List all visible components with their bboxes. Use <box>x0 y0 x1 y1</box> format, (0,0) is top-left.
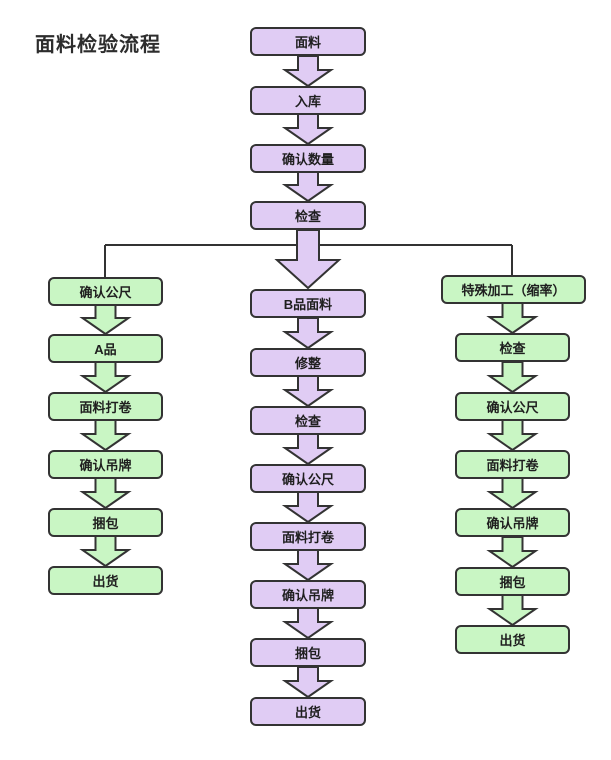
node-right-confirm-hangtag: 确认吊牌 <box>455 508 570 537</box>
down-arrow <box>284 170 332 202</box>
node-left-grade-a: A品 <box>48 334 163 363</box>
node-top-fabric: 面料 <box>250 27 366 56</box>
node-right-special-processing-shrinkage: 特殊加工（缩率） <box>441 275 586 304</box>
down-arrow <box>81 361 130 393</box>
node-top-warehouse-in: 入库 <box>250 86 366 115</box>
down-arrow <box>81 477 130 509</box>
down-arrow <box>284 549 332 581</box>
down-arrow <box>488 477 537 509</box>
down-arrow <box>284 113 332 145</box>
node-mid-shipment: 出货 <box>250 697 366 726</box>
node-top-confirm-quantity: 确认数量 <box>250 144 366 173</box>
node-mid-fabric-rolling: 面料打卷 <box>250 522 366 551</box>
down-arrow <box>488 361 537 393</box>
node-left-confirm-meters: 确认公尺 <box>48 277 163 306</box>
node-mid-baling: 捆包 <box>250 638 366 667</box>
down-arrow <box>284 666 332 698</box>
node-right-confirm-meters: 确认公尺 <box>455 392 570 421</box>
node-left-baling: 捆包 <box>48 508 163 537</box>
node-right-inspect: 检查 <box>455 333 570 362</box>
down-arrow <box>284 433 332 465</box>
down-arrow <box>284 55 332 87</box>
down-arrow <box>284 491 332 523</box>
node-left-shipment: 出货 <box>48 566 163 595</box>
down-arrow <box>488 594 537 626</box>
down-arrow <box>488 302 537 334</box>
page-title: 面料检验流程 <box>35 34 161 56</box>
node-mid-trimming: 修整 <box>250 348 366 377</box>
node-mid-inspect: 检查 <box>250 406 366 435</box>
down-arrow <box>284 317 332 349</box>
node-left-confirm-hangtag: 确认吊牌 <box>48 450 163 479</box>
down-arrow <box>488 536 537 568</box>
down-arrow <box>488 419 537 451</box>
node-right-baling: 捆包 <box>455 567 570 596</box>
node-top-inspect: 检查 <box>250 201 366 230</box>
node-right-fabric-rolling: 面料打卷 <box>455 450 570 479</box>
node-right-shipment: 出货 <box>455 625 570 654</box>
down-arrow <box>81 535 130 567</box>
down-arrow <box>284 375 332 407</box>
node-mid-confirm-meters: 确认公尺 <box>250 464 366 493</box>
down-arrow <box>81 419 130 451</box>
down-arrow <box>81 303 130 335</box>
node-left-fabric-rolling: 面料打卷 <box>48 392 163 421</box>
node-mid-confirm-hangtag: 确认吊牌 <box>250 580 366 609</box>
down-arrow <box>284 607 332 639</box>
node-mid-grade-b-fabric: B品面料 <box>250 289 366 318</box>
big-down-arrow <box>274 229 342 290</box>
